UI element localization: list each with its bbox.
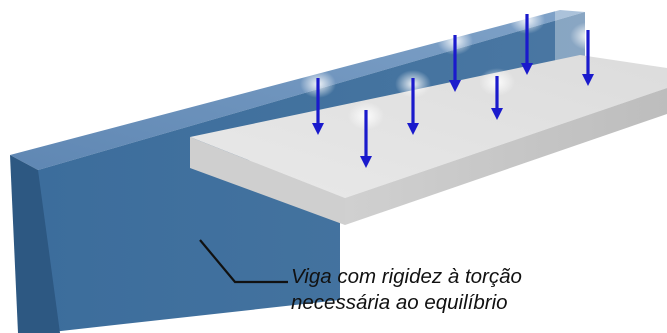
load-arrow [449, 35, 461, 92]
load-arrow-head [360, 156, 372, 168]
load-arrow-head [407, 123, 419, 135]
slab-left-face [190, 137, 345, 225]
slab [190, 55, 667, 225]
load-arrow-head [521, 63, 533, 75]
load-arrow-head [449, 80, 461, 92]
slab-top-face [190, 55, 667, 198]
beam-callout-label: Viga com rigidez à torção necessária ao … [291, 264, 661, 316]
load-arrow [582, 30, 594, 86]
load-arrow [312, 78, 324, 135]
callout-line-2: necessária ao equilíbrio [291, 291, 508, 314]
callout-line-1: Viga com rigidez à torção [291, 265, 522, 288]
load-arrow [491, 76, 503, 120]
load-arrow [360, 110, 372, 168]
beam-end-face [10, 155, 60, 333]
load-arrow-head [312, 123, 324, 135]
slab-front-face [345, 88, 667, 225]
load-arrow [521, 14, 533, 75]
load-arrow [407, 78, 419, 135]
load-arrow-head [582, 74, 594, 86]
load-arrow-head [491, 108, 503, 120]
load-arrows [312, 14, 594, 168]
callout-leader-line [199, 239, 288, 284]
